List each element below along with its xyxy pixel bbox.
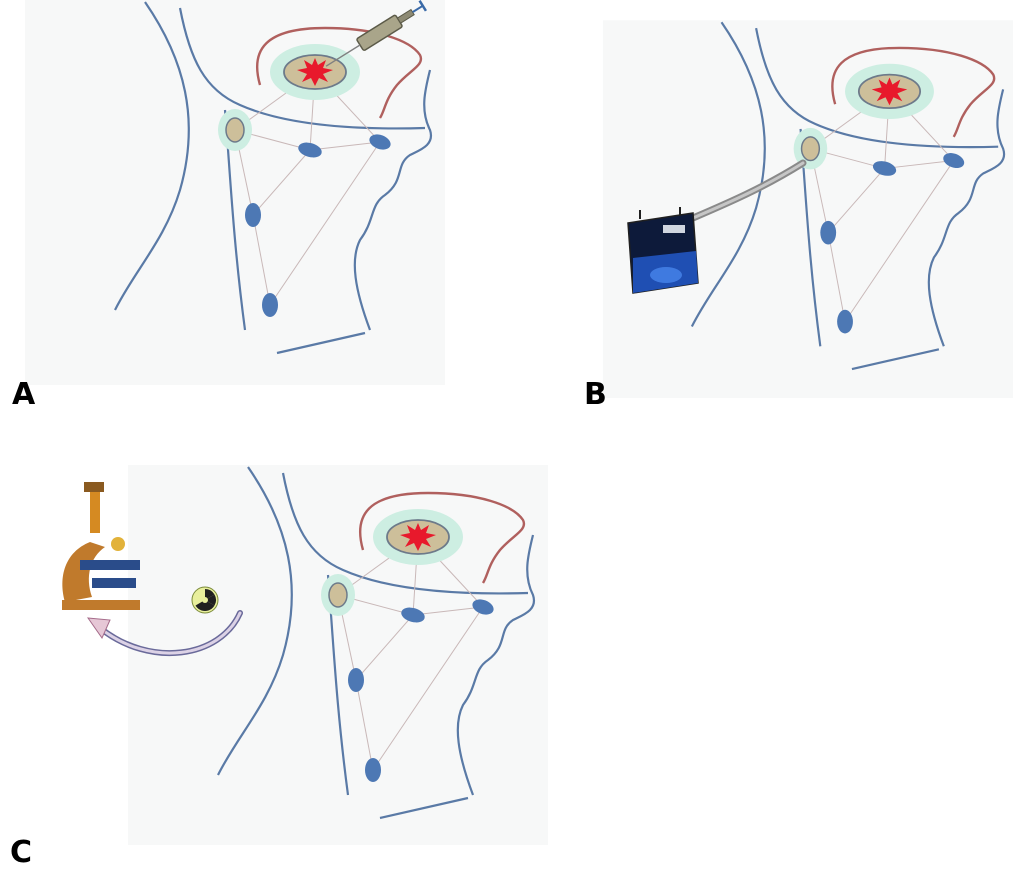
- gamma-probe-icon: [608, 133, 868, 333]
- panel-label-c: C: [10, 838, 32, 868]
- excision-arrow: [80, 598, 260, 668]
- panel-a-diagram: [25, 0, 445, 385]
- panel-label-a: A: [12, 380, 35, 410]
- panel-b: [598, 13, 1013, 398]
- panel-a: [25, 0, 445, 385]
- panel-label-b: B: [584, 380, 607, 410]
